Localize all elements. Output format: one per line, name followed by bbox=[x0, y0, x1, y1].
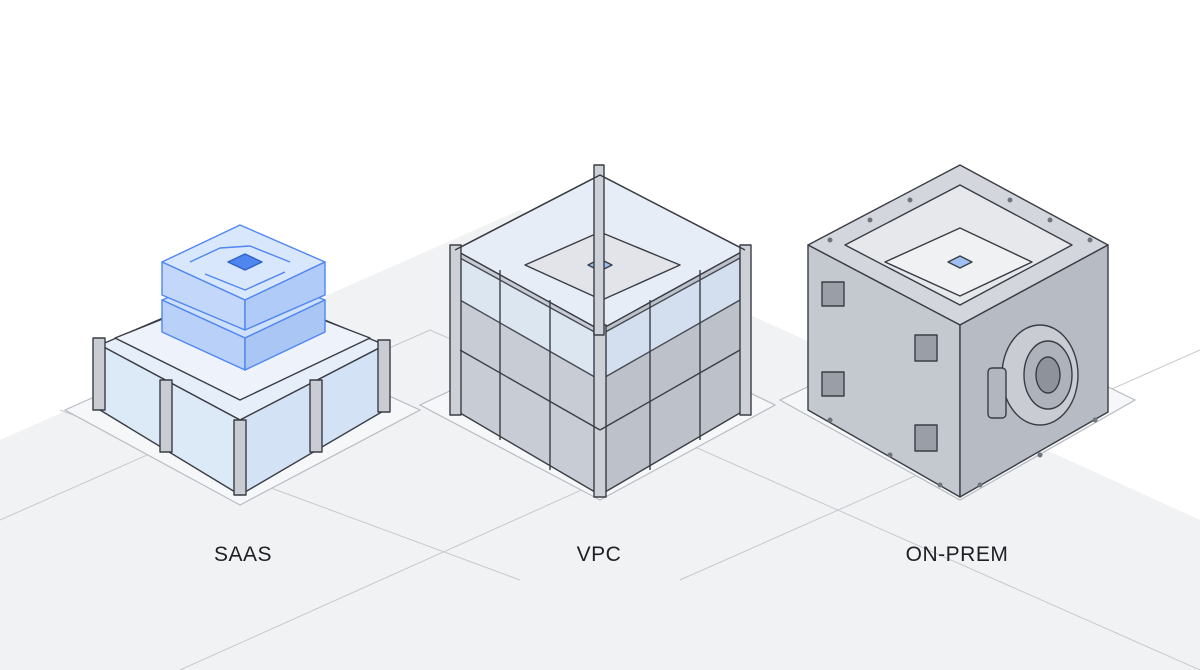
vault-door-icon bbox=[987, 324, 1079, 426]
server-chip-icon bbox=[227, 253, 263, 271]
vpc-illustration bbox=[449, 164, 752, 498]
saas-illustration bbox=[92, 224, 391, 496]
vent-grille-icon bbox=[821, 281, 938, 452]
label-onprem: ON-PREM bbox=[905, 543, 1009, 566]
onprem-illustration bbox=[807, 164, 1109, 498]
label-vpc: VPC bbox=[576, 543, 622, 566]
label-saas: SAAS bbox=[213, 543, 273, 566]
